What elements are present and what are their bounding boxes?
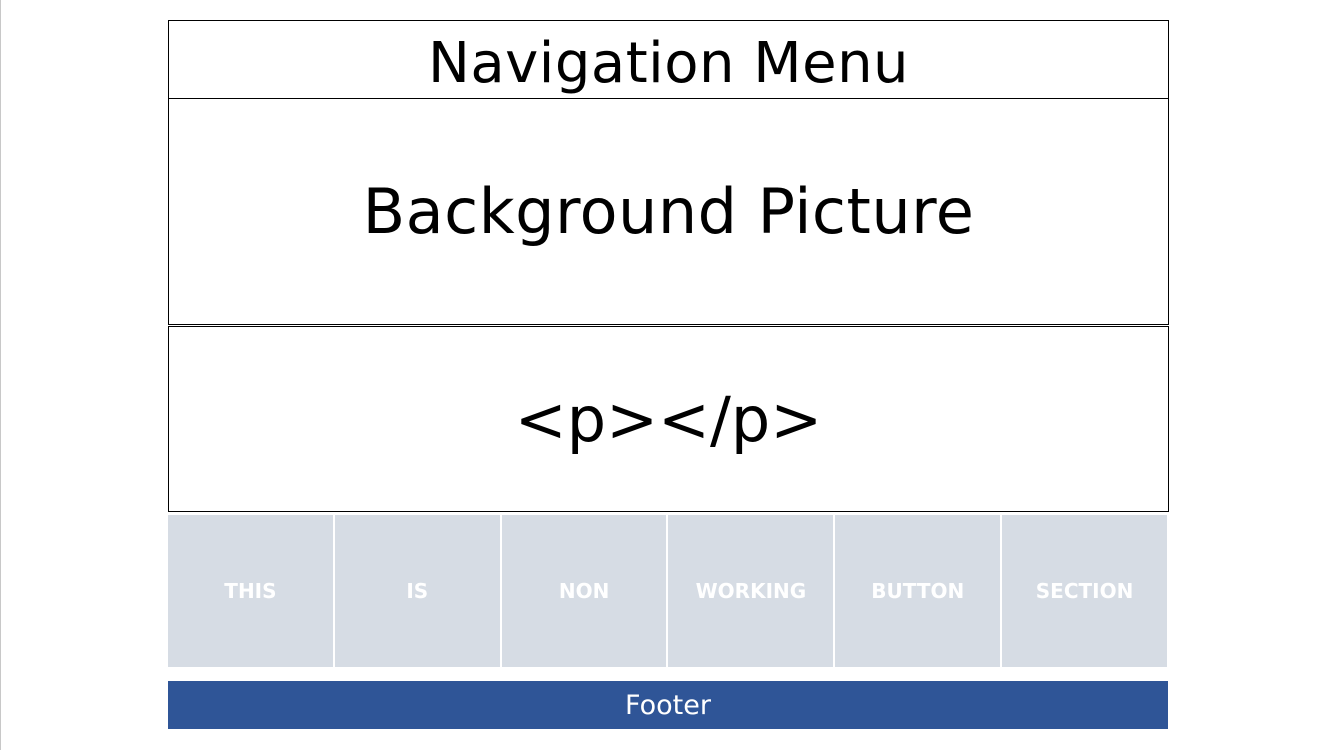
button-button[interactable]: BUTTON (835, 515, 1003, 667)
footer-label: Footer (625, 689, 711, 721)
background-picture-label: Background Picture (362, 175, 975, 248)
page-left-edge (0, 0, 1, 750)
button-label: WORKING (695, 579, 807, 603)
footer-bar: Footer (168, 681, 1168, 729)
button-section-cell[interactable]: SECTION (1002, 515, 1167, 667)
navigation-menu-label: Navigation Menu (427, 31, 910, 96)
button-label: THIS (224, 579, 277, 603)
paragraph-label: <p></p> (514, 382, 823, 456)
background-picture-box: Background Picture (168, 98, 1169, 325)
button-label: SECTION (1035, 579, 1134, 603)
button-non[interactable]: NON (501, 515, 669, 667)
button-is[interactable]: IS (334, 515, 502, 667)
button-section: THIS IS NON WORKING BUTTON SECTION (168, 515, 1167, 667)
button-label: IS (406, 579, 429, 603)
navigation-menu-box: Navigation Menu (168, 20, 1169, 99)
button-working[interactable]: WORKING (668, 515, 836, 667)
button-label: BUTTON (871, 579, 965, 603)
button-this[interactable]: THIS (168, 515, 335, 667)
paragraph-box: <p></p> (168, 326, 1169, 512)
button-label: NON (558, 579, 610, 603)
